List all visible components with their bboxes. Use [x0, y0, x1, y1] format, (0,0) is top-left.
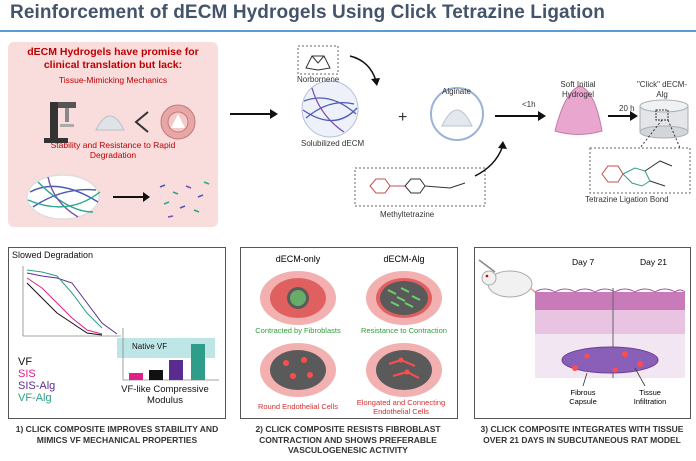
col-decm-alg: dECM-Alg — [383, 254, 425, 264]
panel2-caption: 2) CLICK COMPOSITE RESISTS FIBROBLAST CO… — [255, 424, 441, 455]
label-elongated-cells: Elongated and Connecting Endothelial Cel… — [356, 398, 446, 416]
alginate-label: Alginate — [442, 87, 471, 96]
problem-item-mechanics: Tissue-Mimicking Mechanics — [58, 75, 168, 85]
synthesis-diagram: + — [230, 45, 691, 207]
well-decm-alg-fibroblast-icon — [366, 271, 442, 325]
bar-vf-alg — [191, 344, 205, 380]
epidermis-layer — [535, 292, 685, 310]
alginate-icon — [430, 87, 484, 141]
tetrazine-bond-structure-icon — [601, 160, 673, 187]
legend-sis-alg: SIS-Alg — [18, 380, 56, 392]
tetrazine-bond-label: Tetrazine Ligation Bond — [585, 195, 669, 204]
legend-sis: SIS — [18, 368, 36, 380]
well-decm-alg-endothelial-icon — [366, 343, 442, 397]
less-than-icon — [134, 111, 149, 133]
soft-hydrogel-label: Soft Initial Hydrogel — [560, 80, 596, 99]
title-underline — [0, 30, 696, 32]
degradation-chart — [22, 266, 219, 381]
compression-tester-icon — [44, 102, 76, 143]
tissue-icon — [160, 104, 196, 140]
norbornene-label: Norbornene — [297, 75, 340, 84]
click-hydrogel-label: "Click" dECM-Alg — [636, 80, 688, 99]
plus-icon: + — [398, 109, 407, 126]
dermis-layer — [535, 310, 685, 334]
legend-vf: VF — [18, 356, 33, 368]
label-round-cells: Round Endothelial Cells — [257, 402, 339, 411]
label-contracted: Contracted by Fibroblasts — [255, 326, 341, 335]
panel3-caption: 3) CLICK COMPOSITE INTEGRATES WITH TISSU… — [480, 424, 684, 445]
bar-vf — [149, 370, 163, 380]
fiber-network-icon — [26, 174, 101, 220]
solubilized-decm-label: Solubilized dECM — [301, 139, 365, 148]
panel-degradation: Slowed Degradation Native VF VF SIS SIS-… — [8, 247, 226, 419]
legend: VF SIS SIS-Alg VF-Alg — [18, 356, 55, 404]
well-decm-only-endothelial-icon — [260, 343, 336, 397]
contraction-illustration — [260, 271, 442, 397]
well-decm-only-fibroblast-icon — [260, 271, 336, 325]
native-vf-band — [117, 338, 215, 358]
implant-icon — [561, 346, 659, 374]
modulus-label: VF-like Compressive Modulus — [121, 384, 209, 406]
panel-contraction: dECM-only dECM-Alg — [240, 247, 458, 419]
fibrous-capsule-label: Fibrous Capsule — [569, 388, 597, 406]
panel-integration: Day 7 Day 21 Fibrous Capsule Tissue Infi… — [474, 247, 691, 419]
solubilized-decm-icon — [301, 80, 359, 138]
problem-heading: dECM Hydrogels have promise for clinical… — [27, 46, 199, 71]
syringe-icon — [478, 259, 496, 273]
day7-label: Day 7 — [572, 257, 595, 267]
time-1h-label: <1h — [522, 100, 536, 109]
click-hydrogel-icon — [639, 99, 689, 139]
norbornene-box — [297, 45, 339, 75]
rat-icon — [478, 259, 541, 311]
bar-sis-alg — [169, 360, 183, 380]
day21-label: Day 21 — [640, 257, 667, 267]
fragments-icon — [159, 181, 210, 218]
panel1-title: Slowed Degradation — [12, 250, 94, 260]
legend-vf-alg: VF-Alg — [18, 392, 52, 404]
page-title: Reinforcement of dECM Hydrogels Using Cl… — [10, 2, 605, 23]
norbornene-structure-icon — [305, 55, 331, 71]
bar-sis — [129, 373, 143, 380]
label-resistance: Resistance to Contraction — [361, 326, 447, 335]
time-20h-label: 20 h — [619, 104, 635, 113]
native-vf-label: Native VF — [132, 342, 168, 351]
col-decm-only: dECM-only — [275, 254, 321, 264]
methyltetrazine-box — [354, 167, 486, 207]
tissue-illustration — [478, 259, 686, 387]
problem-item-stability: Stability and Resistance to Rapid Degrad… — [50, 140, 176, 160]
methyltetrazine-structure-icon — [369, 178, 466, 194]
panel1-caption: 1) CLICK COMPOSITE IMPROVES STABILITY AN… — [15, 424, 219, 445]
problem-box: dECM Hydrogels have promise for clinical… — [8, 42, 218, 227]
problem-illustrations — [26, 102, 210, 220]
soft-hydrogel-icon — [554, 85, 603, 135]
methyltetrazine-label: Methyltetrazine — [380, 210, 435, 219]
tissue-infiltration-label: Tissue Infiltration — [633, 388, 667, 406]
soft-gel-icon — [95, 115, 125, 131]
